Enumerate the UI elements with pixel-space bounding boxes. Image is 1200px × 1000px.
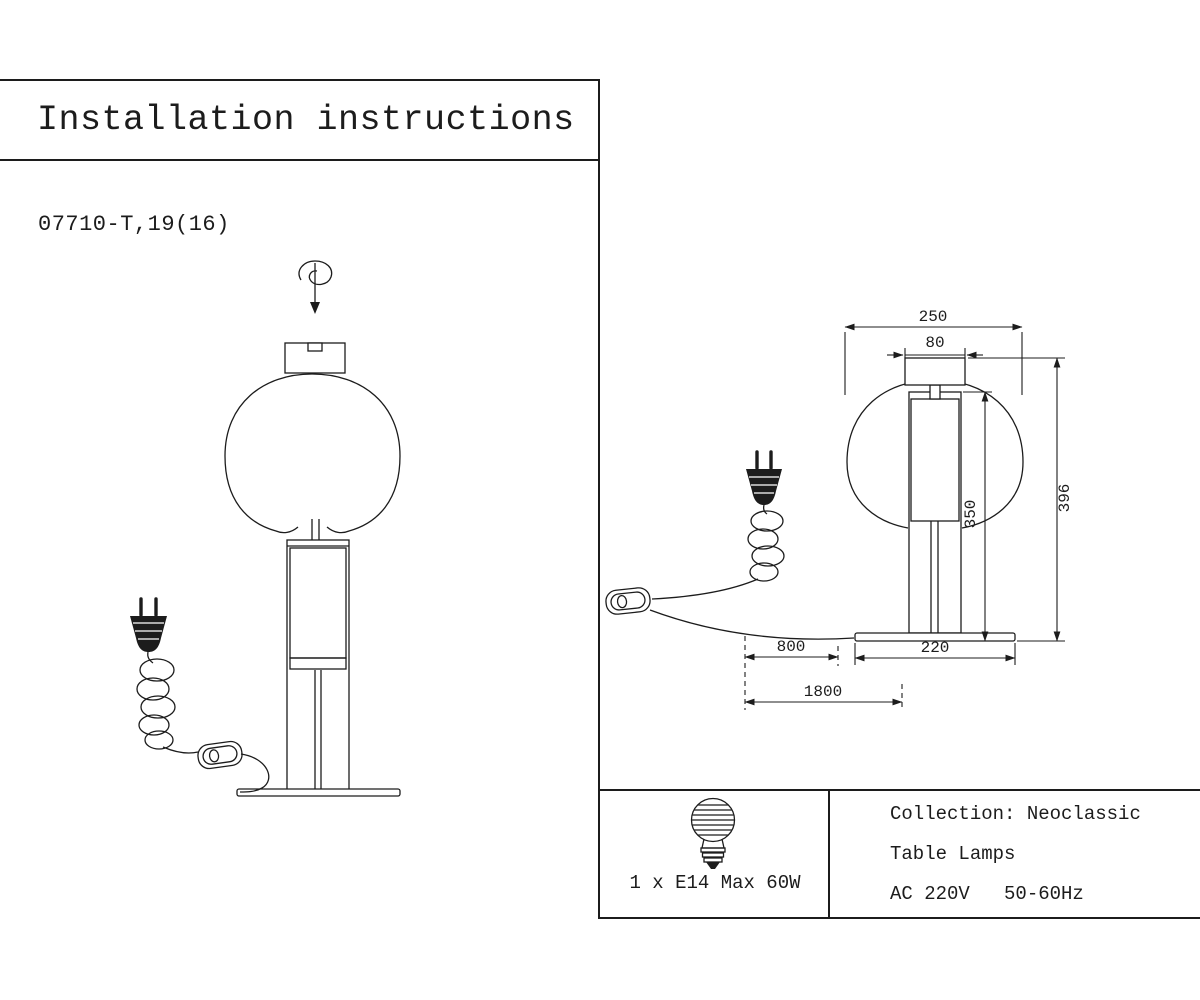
cable-coil	[136, 651, 199, 754]
dim-shade-width: 80	[887, 334, 983, 359]
power-cord	[239, 753, 270, 793]
lamp-base	[854, 632, 1016, 642]
spec-collection: Collection: Neoclassic	[890, 803, 1141, 825]
bulb-spec-label: 1 x E14 Max 60W	[629, 872, 801, 894]
dim-label-shade-width: 80	[925, 334, 944, 352]
lamp-body	[286, 539, 350, 793]
spec-box-divider	[828, 789, 830, 919]
dimension-diagram: 250 80 396	[605, 308, 1074, 710]
vertical-divider	[598, 79, 600, 919]
spec-box-top-rule	[600, 789, 1200, 791]
model-number: 07710-T,19(16)	[38, 212, 230, 237]
title-box-top-rule	[0, 79, 600, 81]
assembly-diagram	[130, 260, 401, 797]
bulb-icon	[690, 797, 736, 869]
dim-base-width: 220	[854, 639, 1016, 665]
lamp-rod	[311, 519, 320, 540]
title-box-bottom-rule	[0, 159, 600, 161]
dim-cord-total: 1800	[744, 683, 903, 708]
dim-total-height: 396	[968, 357, 1074, 642]
lamp-ring	[224, 373, 401, 534]
inline-switch-icon	[605, 587, 651, 615]
cable-coil	[651, 504, 785, 600]
screw-direction-icon	[298, 260, 333, 314]
dim-label-cord-total: 1800	[804, 683, 842, 701]
dim-ring-width: 250	[844, 308, 1023, 395]
dim-label-body-height: 350	[962, 500, 980, 529]
spec-power: AC 220V 50-60Hz	[890, 883, 1084, 905]
lamp-body	[908, 391, 962, 634]
dim-label-total-height: 396	[1056, 484, 1074, 513]
dim-cord-to-switch: 800	[744, 636, 839, 710]
power-plug-icon	[746, 450, 782, 505]
dim-label-ring-width: 250	[919, 308, 948, 326]
lamp-cap	[904, 357, 966, 386]
dim-body-height: 350	[962, 391, 992, 642]
spec-box-bottom-rule	[600, 917, 1200, 919]
lamp-base	[236, 788, 401, 797]
lamp-cap	[284, 342, 346, 374]
page-title: Installation instructions	[37, 100, 575, 140]
inline-switch-icon	[197, 740, 243, 770]
lamp-stem	[929, 384, 941, 400]
power-cord	[649, 609, 855, 640]
spec-category: Table Lamps	[890, 843, 1016, 865]
power-plug-icon	[130, 597, 167, 652]
dim-label-base-width: 220	[921, 639, 950, 657]
dim-label-cord-to-switch: 800	[777, 638, 806, 656]
title-box: Installation instructions	[0, 80, 600, 160]
